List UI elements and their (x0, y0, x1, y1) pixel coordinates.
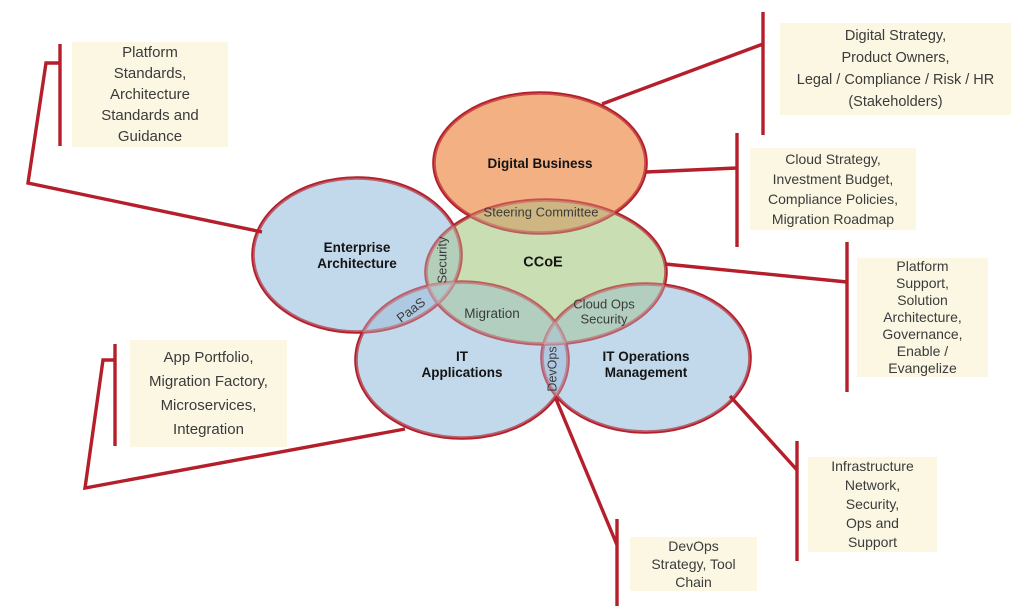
callout-digital-strategy: Digital Strategy,Product Owners,Legal / … (780, 23, 1011, 115)
ccoe-label: CCoE (523, 254, 563, 271)
callout-line-infrastructure (728, 394, 799, 561)
migration-overlap-label: Migration (464, 306, 520, 322)
callout-cloud-strategy-text: Cloud Strategy,Investment Budget,Complia… (768, 151, 898, 227)
callout-line-platform-standards (26, 44, 263, 234)
steering-committee-label: Steering Committee (483, 204, 599, 220)
callout-line-cloud-strategy (645, 133, 739, 247)
security-overlap-label: Security (434, 236, 450, 284)
callout-cloud-strategy: Cloud Strategy,Investment Budget,Complia… (750, 148, 916, 230)
callout-line-devops-strategy (554, 398, 619, 606)
callout-line-platform-support (664, 242, 849, 392)
callout-digital-strategy-text: Digital Strategy,Product Owners,Legal / … (796, 28, 995, 110)
digital-business-label: Digital Business (487, 156, 593, 172)
callout-connectors (26, 12, 849, 606)
callout-app-portfolio-text: App Portfolio,Migration Factory,Microser… (149, 348, 268, 438)
callout-line-digital-strategy (601, 12, 765, 135)
callout-app-portfolio: App Portfolio,Migration Factory,Microser… (130, 340, 287, 447)
callout-line-app-portfolio (82, 344, 406, 491)
devops-overlap-label: DevOps (545, 346, 560, 392)
